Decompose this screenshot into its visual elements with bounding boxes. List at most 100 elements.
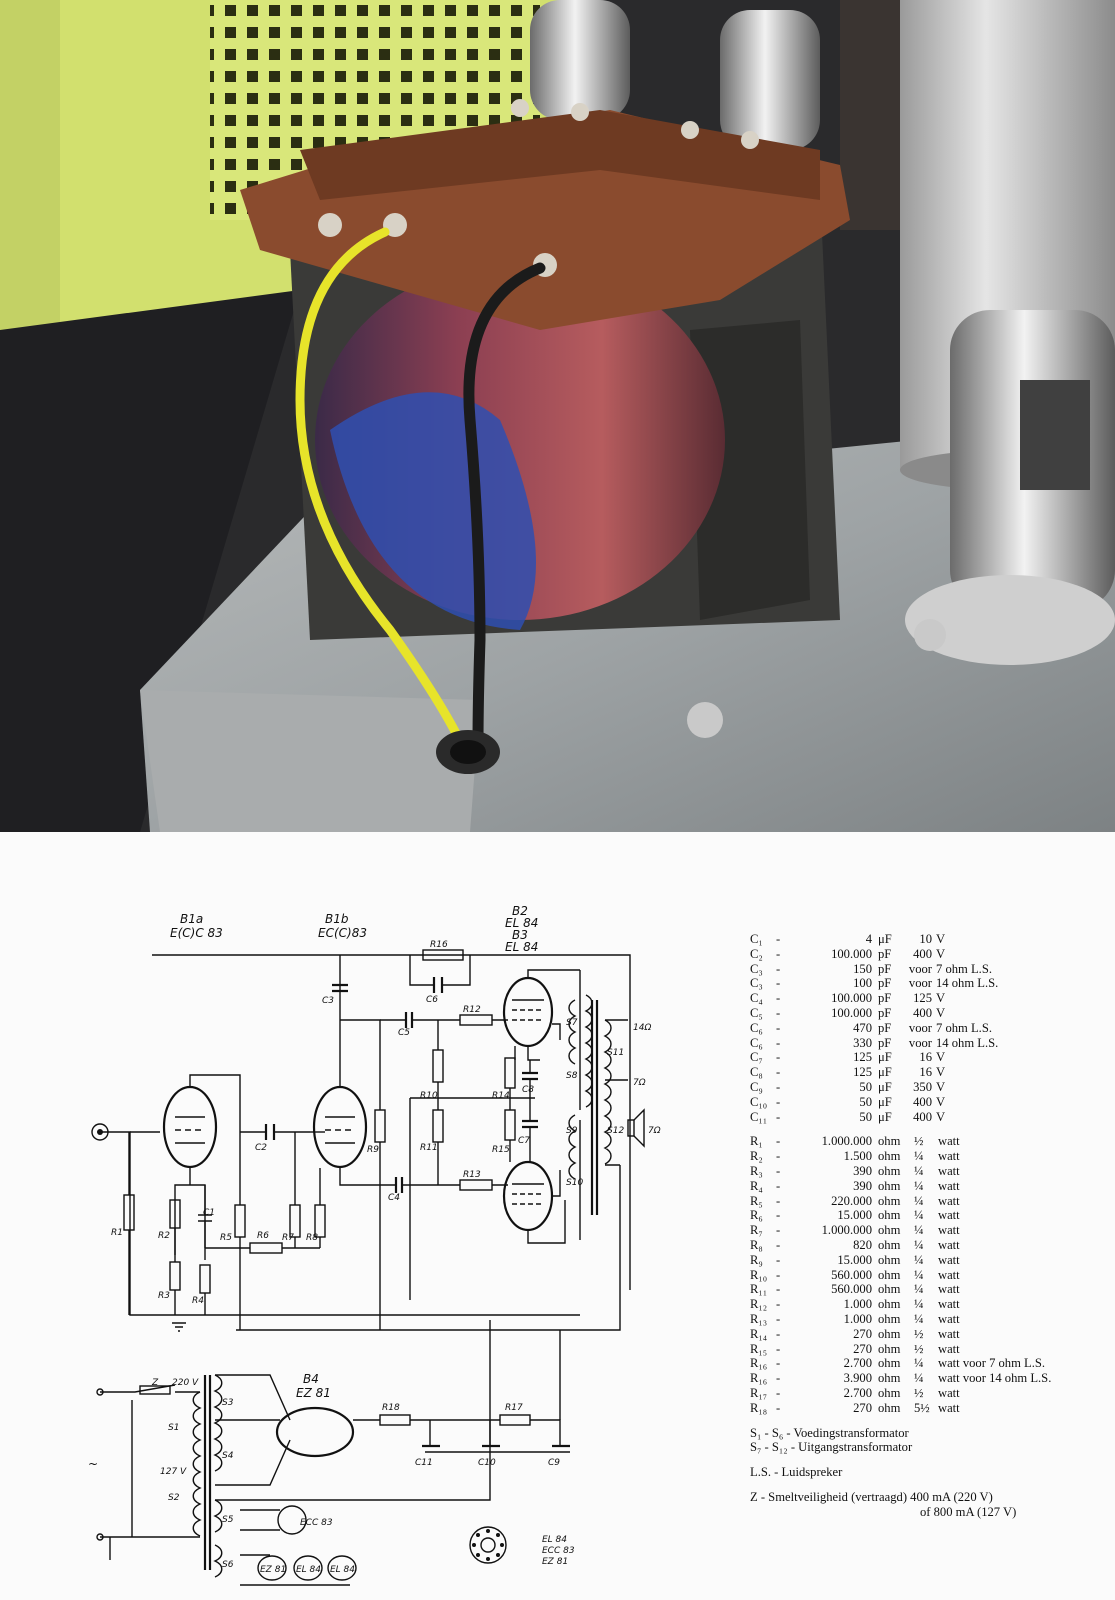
resistor-t: watt bbox=[938, 1385, 960, 1400]
label-r14: R14 bbox=[492, 1091, 510, 1101]
resistor-n: R₅ bbox=[750, 1193, 763, 1208]
capacitor-u: pF bbox=[878, 1035, 892, 1050]
resistor-v: 1.500 bbox=[843, 1149, 872, 1164]
capacitor-n: C₅ bbox=[750, 1005, 763, 1020]
resistor-p: ¼ bbox=[914, 1371, 924, 1386]
resistor-r12-icon bbox=[459, 1014, 493, 1026]
resistor-n: R₁₆ bbox=[750, 1371, 768, 1386]
resistor-n: R₈ bbox=[750, 1237, 763, 1252]
dash: - bbox=[776, 1252, 781, 1267]
capacitor-u: pF bbox=[878, 961, 892, 976]
capacitor-w: 350 bbox=[913, 1079, 932, 1094]
capacitor-v: 330 bbox=[853, 1035, 872, 1050]
capacitor-w: 400 bbox=[913, 1109, 932, 1124]
label-s4: S4 bbox=[222, 1451, 234, 1461]
resistor-v: 15.000 bbox=[837, 1208, 872, 1223]
resistor-t: watt bbox=[938, 1163, 960, 1178]
resistor-v: 270 bbox=[853, 1326, 872, 1341]
resistor-t: watt bbox=[938, 1193, 960, 1208]
dash: - bbox=[776, 1326, 781, 1341]
resistor-v: 1.000 bbox=[843, 1297, 872, 1312]
amplifier-schematic: B1a E(C)C 83 B1b EC(C)83 B2 EL 84 B3 EL … bbox=[0, 832, 1115, 1600]
dash: - bbox=[776, 1371, 781, 1386]
tube-b4-icon bbox=[275, 1406, 355, 1458]
capacitor-u: pF bbox=[878, 1020, 892, 1035]
resistor-p: ¼ bbox=[914, 1193, 924, 1208]
capacitor-u: pF bbox=[878, 946, 892, 961]
resistor-p: ¼ bbox=[914, 1282, 924, 1297]
resistor-t: watt bbox=[938, 1326, 960, 1341]
capacitor-v: 50 bbox=[859, 1094, 872, 1109]
capacitor-v: 100.000 bbox=[831, 946, 872, 961]
resistor-r15-icon bbox=[504, 1109, 516, 1141]
capacitor-v: 100.000 bbox=[831, 991, 872, 1006]
label-s10: S10 bbox=[566, 1178, 583, 1188]
capacitor-w: 400 bbox=[913, 946, 932, 961]
resistor-t: watt bbox=[938, 1134, 960, 1149]
note-loudspeaker: L.S. - Luidspreker bbox=[750, 1465, 843, 1480]
resistor-r18-icon bbox=[379, 1414, 411, 1426]
dash: - bbox=[776, 1282, 781, 1297]
label-s1: S1 bbox=[168, 1423, 179, 1433]
resistor-n: R₉ bbox=[750, 1252, 763, 1267]
label-c8: C8 bbox=[522, 1085, 534, 1095]
capacitor-u: μF bbox=[878, 1065, 892, 1080]
resistor-v: 390 bbox=[853, 1163, 872, 1178]
resistor-n: R₇ bbox=[750, 1223, 763, 1238]
dash: - bbox=[776, 961, 781, 976]
label-r16: R16 bbox=[430, 940, 448, 950]
capacitor-t: V bbox=[936, 1079, 946, 1094]
label-r5: R5 bbox=[220, 1233, 232, 1243]
capacitor-n: C₃ bbox=[750, 961, 763, 976]
capacitor-n: C₇ bbox=[750, 1050, 763, 1065]
resistor-n: R₁₅ bbox=[750, 1341, 768, 1356]
resistor-p: ¼ bbox=[914, 1223, 924, 1238]
resistor-v: 1.000 bbox=[843, 1311, 872, 1326]
dash: - bbox=[776, 1035, 781, 1050]
dash: - bbox=[776, 1311, 781, 1326]
resistor-u: ohm bbox=[878, 1341, 901, 1356]
tube-type-b4: EZ 81 bbox=[296, 1386, 331, 1400]
tube-label-b4: B4 bbox=[303, 1372, 319, 1386]
resistor-v: 2.700 bbox=[843, 1356, 872, 1371]
capacitor-v: 125 bbox=[853, 1050, 872, 1065]
capacitor-v: 125 bbox=[853, 1065, 872, 1080]
resistor-u: ohm bbox=[878, 1163, 901, 1178]
label-r17: R17 bbox=[505, 1403, 523, 1413]
resistor-r11-icon bbox=[432, 1109, 444, 1143]
resistor-u: ohm bbox=[878, 1178, 901, 1193]
label-c1: C1 bbox=[203, 1208, 215, 1218]
dash: - bbox=[776, 1267, 781, 1282]
resistor-u: ohm bbox=[878, 1326, 901, 1341]
note-transformer-power: S₁ - S₆ - Voedingstransformator bbox=[750, 1425, 909, 1440]
capacitor-n: C₁₀ bbox=[750, 1094, 768, 1109]
mains-127v-label: 127 V bbox=[160, 1467, 187, 1477]
resistor-v: 220.000 bbox=[831, 1193, 872, 1208]
resistor-p: ½ bbox=[914, 1134, 924, 1149]
label-r10: R10 bbox=[420, 1091, 438, 1101]
resistor-r9-icon bbox=[374, 1109, 386, 1143]
label-c6: C6 bbox=[426, 995, 438, 1005]
resistor-r4-icon bbox=[199, 1264, 211, 1294]
capacitor-n: C₂ bbox=[750, 946, 763, 961]
capacitor-v: 100.000 bbox=[831, 1005, 872, 1020]
resistor-n: R₆ bbox=[750, 1208, 763, 1223]
resistor-v: 270 bbox=[853, 1400, 872, 1415]
resistor-n: R₂ bbox=[750, 1149, 763, 1164]
resistor-u: ohm bbox=[878, 1149, 901, 1164]
label-s12: S12 bbox=[607, 1126, 624, 1136]
resistor-v: 390 bbox=[853, 1178, 872, 1193]
tube-socket-icon bbox=[469, 1526, 507, 1564]
resistor-t: watt bbox=[938, 1178, 960, 1193]
capacitor-t: 7 ohm L.S. bbox=[936, 961, 992, 976]
